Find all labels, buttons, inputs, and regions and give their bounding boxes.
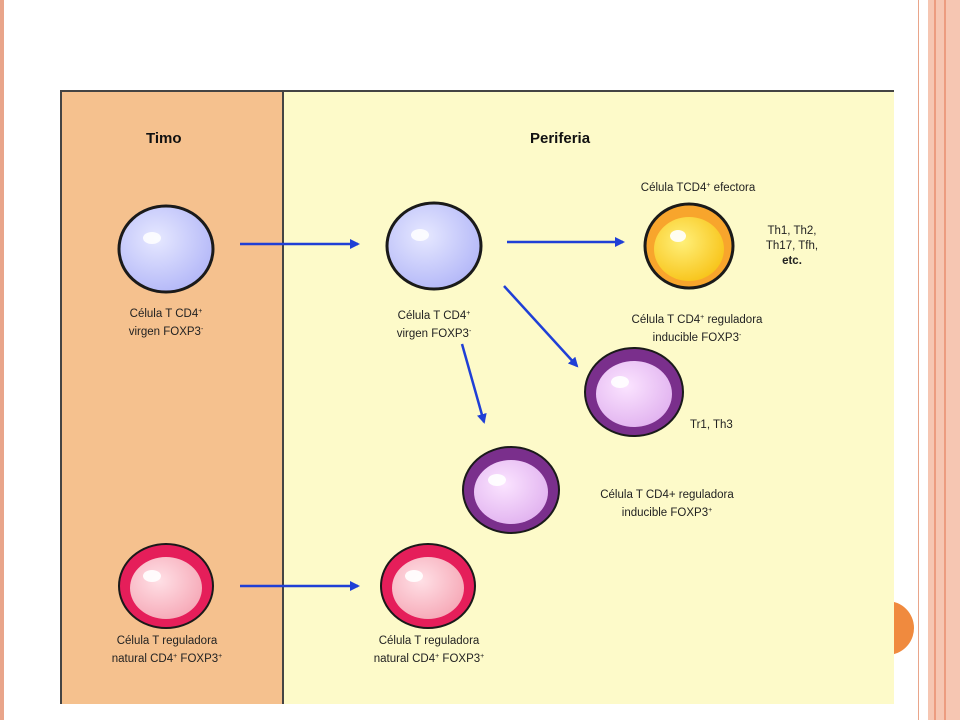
label-effector-title: Célula TCD4+ efectora — [640, 182, 756, 194]
label-thymus-naive: Célula T CD4+ virgen FOXP3- — [128, 308, 204, 338]
arrow-naive-to-induced-treg-pos — [460, 343, 487, 424]
cell-effector-icon — [643, 202, 735, 290]
cell-periphery-naive-icon — [385, 201, 483, 291]
label-periphery-natural-treg: Célula T reguladora natural CD4+ FOXP3+ — [373, 635, 485, 665]
cell-thymus-natural-treg-icon — [118, 543, 214, 629]
label-induced-treg-neg: Célula T CD4+ reguladora inducible FOXP3… — [631, 314, 763, 344]
slide-frame-right-stripe-2 — [944, 0, 946, 720]
label-thymus-natural-treg: Célula T reguladora natural CD4+ FOXP3+ — [111, 635, 223, 665]
label-effector-subsets: Th1, Th2, Th17, Tfh, etc. — [765, 225, 819, 267]
slide-frame-right-stripe — [934, 0, 936, 720]
diagram-figure: Timo Periferia Célula T CD4+ virgen FOXP… — [60, 90, 894, 704]
arrow-naive-to-induced-treg-neg — [503, 285, 579, 368]
label-tr1-th3: Tr1, Th3 — [690, 419, 733, 431]
label-induced-treg-pos: Célula T CD4+ reguladora inducible FOXP3… — [600, 489, 734, 519]
slide-frame-right-line — [918, 0, 919, 720]
slide-frame-left — [0, 0, 4, 720]
cell-periphery-natural-treg-icon — [380, 543, 476, 629]
cell-induced-treg-neg-icon — [584, 347, 684, 437]
header-thymus: Timo — [146, 130, 182, 147]
diagram-graphics — [117, 201, 735, 629]
header-periphery: Periferia — [530, 130, 591, 147]
cell-induced-treg-pos-icon — [462, 446, 560, 534]
cell-thymus-naive-icon — [117, 204, 215, 294]
label-periphery-naive: Célula T CD4+ virgen FOXP3- — [396, 310, 472, 340]
